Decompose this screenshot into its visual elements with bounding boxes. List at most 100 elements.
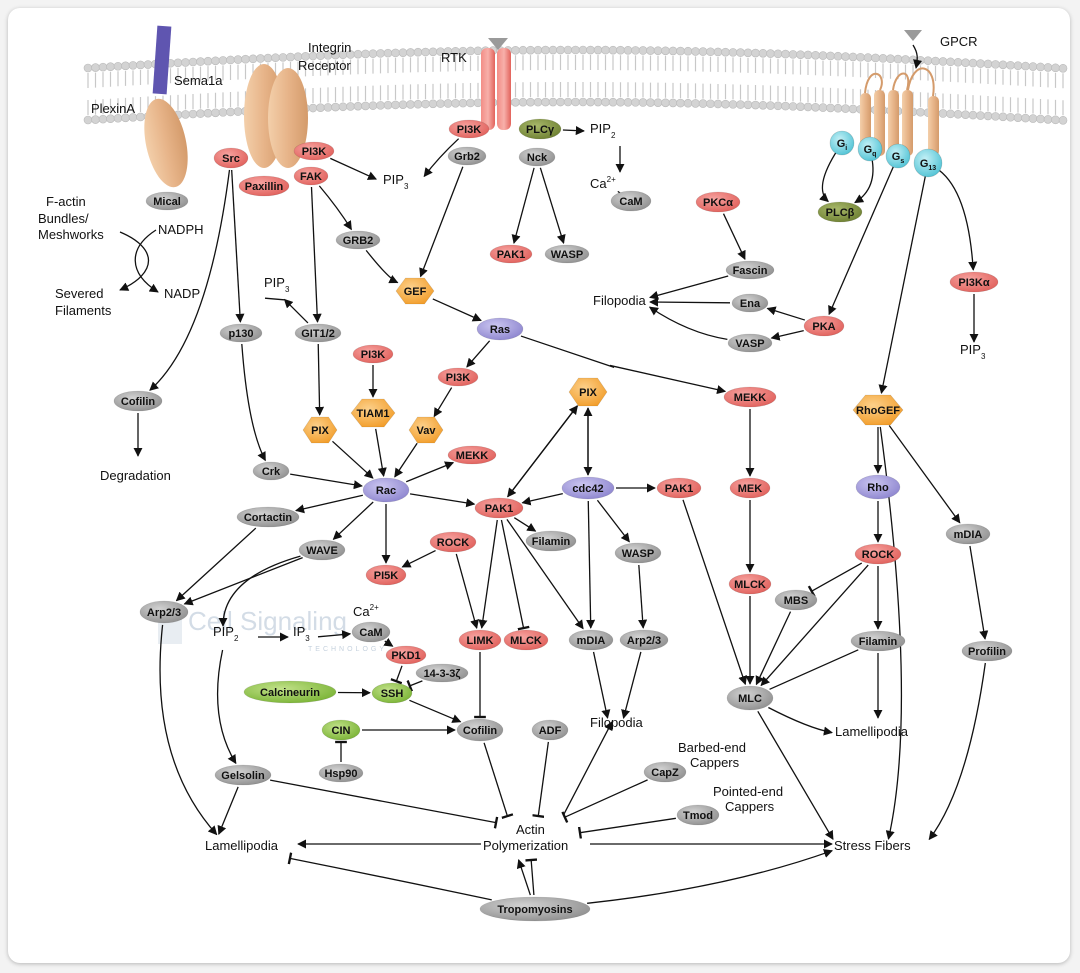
node-g13: G13 [913, 148, 943, 178]
edge [409, 699, 462, 723]
pathway-diagram: Cell Signaling TECHNOLOGY MicalSrcPaxill… [38, 25, 1068, 922]
node-label: Cofilin [463, 725, 497, 737]
node-gs: Gs [885, 143, 911, 169]
edge [888, 425, 961, 524]
edge [432, 298, 482, 322]
edge [365, 249, 399, 284]
edge [562, 126, 585, 136]
edge [532, 741, 550, 818]
node-label: WAVE [306, 545, 338, 557]
node-label: cdc42 [572, 483, 603, 495]
edge [879, 426, 903, 840]
node-capz: CapZ [643, 761, 687, 783]
node-label: Cofilin [121, 396, 155, 408]
node-label: MEKK [456, 450, 488, 462]
node-label: Src [222, 153, 240, 165]
node-src: Src [213, 147, 249, 169]
node-label: Gs [892, 151, 905, 165]
node-cofilin-c: Cofilin [456, 718, 504, 742]
node-mical: Mical [145, 191, 189, 211]
node-paxillin: Paxillin [238, 175, 290, 197]
node-arp23-c: Arp2/3 [619, 629, 669, 651]
edge [134, 229, 159, 293]
node-label: mDIA [577, 635, 606, 647]
edge [525, 858, 538, 896]
node-gi: Gi [829, 130, 855, 156]
node-label: Filamin [859, 636, 898, 648]
node-label: PAK1 [497, 249, 526, 261]
node-label: PIX [311, 425, 329, 437]
edge [760, 564, 869, 687]
edge [383, 637, 394, 647]
edge [928, 662, 986, 841]
node-label: Paxillin [245, 181, 284, 193]
node-pi3k-t2: PI3K [437, 367, 479, 387]
node-wave: WAVE [298, 539, 346, 561]
edge [722, 213, 746, 261]
node-label: Arp2/3 [147, 607, 181, 619]
node-label: CaM [619, 196, 642, 208]
node-label: PLCβ [826, 207, 855, 219]
node-crk: Crk [252, 461, 290, 481]
node-label: Tmod [683, 810, 713, 822]
edge [516, 859, 531, 896]
node-gelsolin: Gelsolin [214, 764, 272, 786]
node-label: 14-3-3ζ [424, 668, 461, 680]
edge [241, 343, 266, 462]
node-wasp-nck: WASP [544, 244, 590, 264]
edge [520, 335, 615, 368]
pip2-top-label: PIP2 [590, 121, 616, 140]
node-mbs: MBS [774, 589, 818, 611]
lamellipodia-right-label: Lamellipodia [835, 724, 909, 739]
node-label: PIX [579, 387, 597, 399]
node-label: CapZ [651, 767, 679, 779]
node-git12: GIT1/2 [294, 323, 342, 343]
pointed-end-label-2: Cappers [725, 799, 775, 814]
factin-label-2: Bundles/ [38, 211, 89, 226]
node-label: CaM [359, 627, 382, 639]
node-label: MEKK [734, 392, 766, 404]
node-mlc: MLC [726, 685, 774, 711]
node-label: PI3K [302, 146, 327, 158]
node-label: PI3K [361, 349, 386, 361]
edge [314, 343, 325, 416]
node-label: TIAM1 [357, 408, 390, 420]
node-pi3k-t1: PI3K [352, 344, 394, 364]
node-rho: Rho [855, 474, 901, 500]
node-label: PAK1 [665, 483, 694, 495]
edge [935, 167, 978, 271]
node-cofilin-l: Cofilin [113, 390, 163, 412]
edge [969, 545, 989, 640]
node-arp23-l: Arp2/3 [139, 600, 189, 624]
node-rhogef: RhoGEF [852, 394, 904, 426]
rtk-label: RTK [441, 50, 467, 65]
node-label: PKA [812, 321, 835, 333]
edge [317, 630, 352, 640]
edge [455, 553, 479, 629]
edge [854, 156, 874, 204]
node-label: p130 [228, 328, 253, 340]
node-label: Mical [153, 196, 181, 208]
node-label: ROCK [437, 537, 469, 549]
ca-top-label: Ca2+ [590, 175, 616, 191]
node-fascin: Fascin [725, 260, 775, 280]
node-p130: p130 [219, 323, 263, 343]
sema1a-label: Sema1a [174, 73, 223, 88]
edge [577, 817, 676, 839]
edge [766, 306, 806, 321]
node-pka: PKA [803, 315, 845, 337]
node-label: RhoGEF [856, 405, 900, 417]
node-pak1-nck: PAK1 [489, 244, 533, 264]
watermark-text: Cell Signaling [188, 606, 347, 636]
node-label: Profilin [968, 646, 1006, 658]
edge [283, 298, 309, 324]
filopodia-a-label: Filopodia [593, 293, 647, 308]
text-labels: Sema1a PlexinA Integrin Receptor RTK GPC… [38, 34, 986, 853]
node-gq: Gq [857, 136, 883, 162]
node-cdc42: cdc42 [561, 476, 615, 500]
edge [592, 651, 611, 719]
node-adf: ADF [531, 719, 569, 741]
edge [757, 710, 834, 841]
node-label: G13 [920, 158, 936, 172]
node-label: MBS [784, 595, 808, 607]
